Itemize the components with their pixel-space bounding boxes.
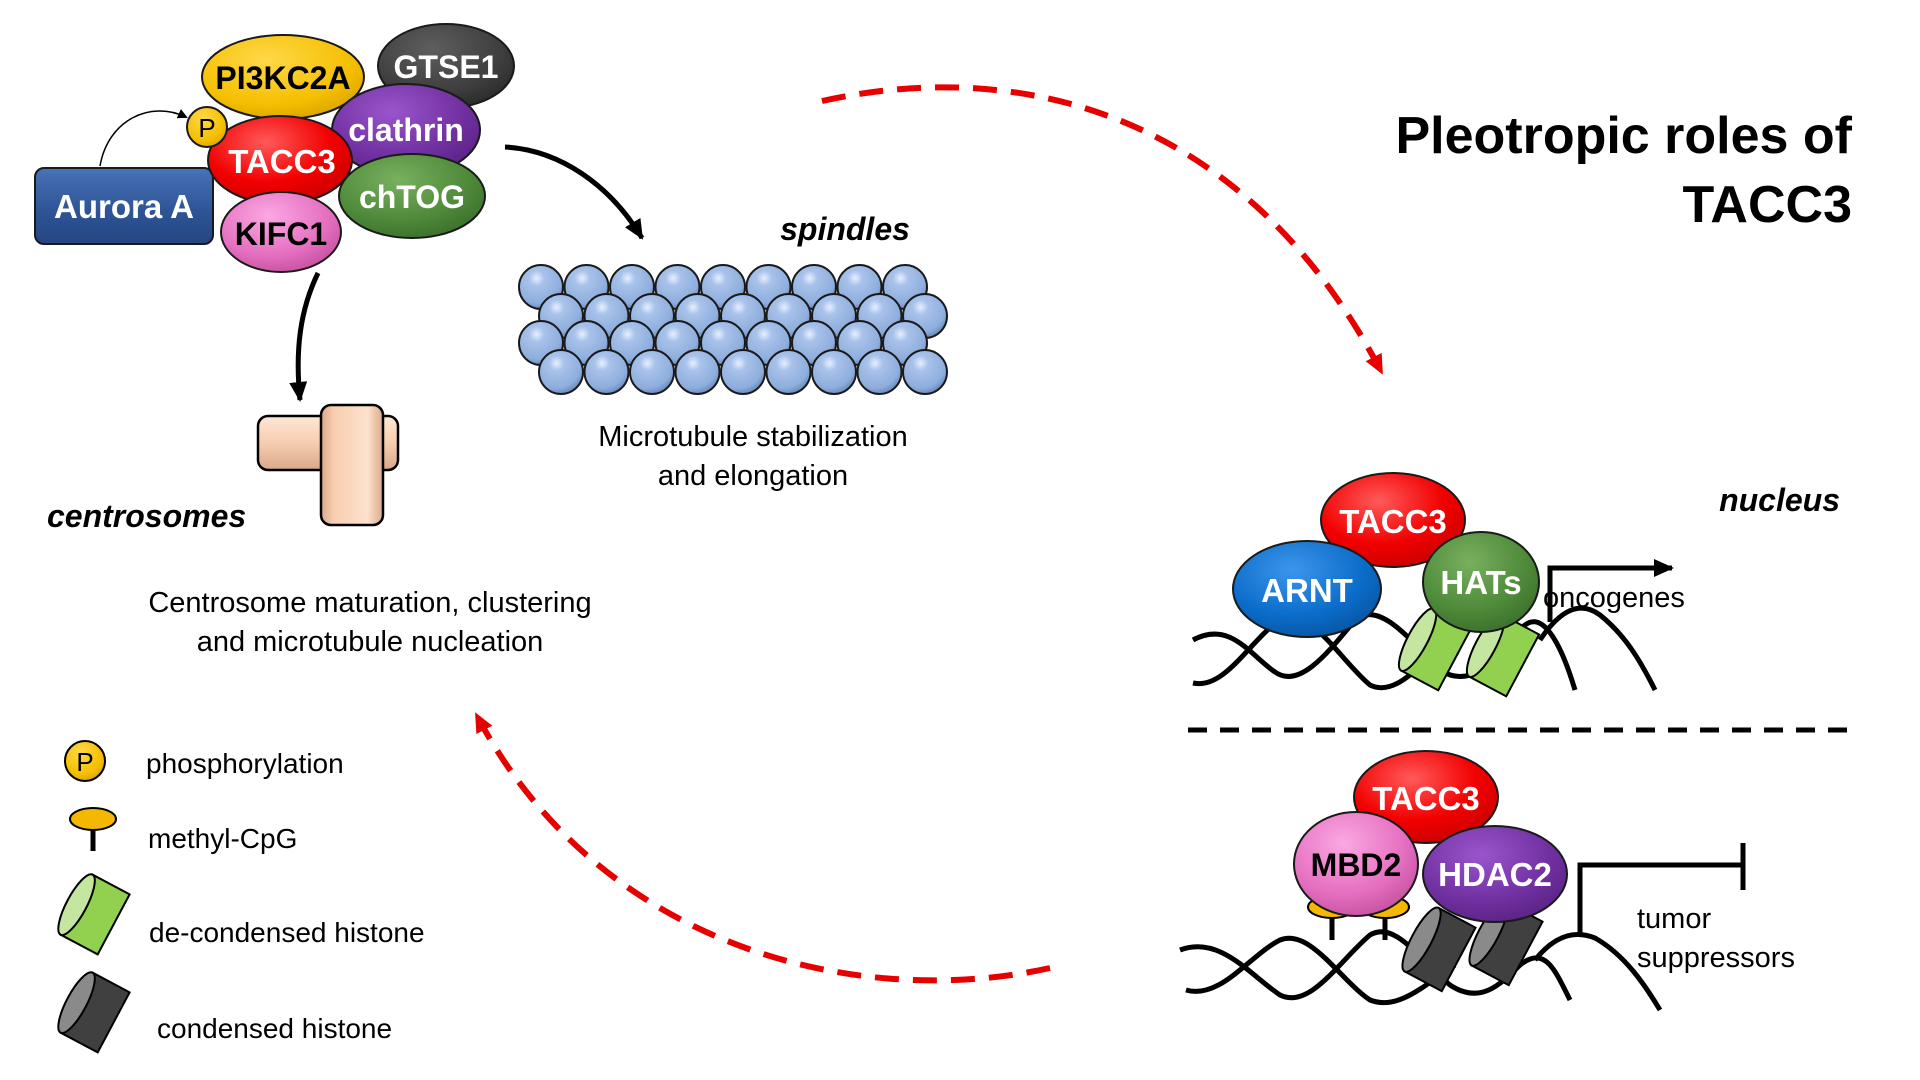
legend-item-phosphorylation: P phosphorylation <box>64 740 344 782</box>
protein-hdac2: HDAC2 <box>1422 825 1568 923</box>
phosphorylation-icon <box>64 740 106 782</box>
chtog-label: chTOG <box>359 179 465 215</box>
centrosome-icon <box>256 403 400 527</box>
tubulin-subunit <box>720 349 766 395</box>
protein-pi3kc2a: PI3KC2A <box>201 34 365 120</box>
protein-hats: HATs <box>1422 531 1540 633</box>
legend-item-decondensed-histone: de-condensed histone <box>57 873 425 956</box>
hdac2-label: HDAC2 <box>1438 856 1552 893</box>
centrosomes-caption-line-2: and microtubule nucleation <box>197 626 544 658</box>
phospho-circle-icon <box>186 106 228 148</box>
tubulin-subunit <box>583 349 630 395</box>
arrow-to-spindles <box>504 144 645 240</box>
tubulin-subunit <box>765 349 812 395</box>
tacc3-repression-label: TACC3 <box>1372 780 1480 817</box>
decondensed-histone-icon <box>57 873 131 956</box>
pi3kc2a-label: PI3KC2A <box>215 60 350 96</box>
hats-label: HATs <box>1440 564 1521 601</box>
spindles-caption-line-1: Microtubule stabilization <box>598 421 907 453</box>
phosphorylation-arrow <box>99 109 188 167</box>
spindles-caption-line-2: and elongation <box>658 460 848 492</box>
protein-tacc3-activation: TACC3 <box>1320 472 1466 568</box>
aurora-a-box: Aurora A <box>34 167 214 245</box>
arrow-to-centrosomes <box>289 271 321 402</box>
methyl-cpg-icon <box>69 807 117 851</box>
protein-chtog: chTOG <box>338 153 486 239</box>
protein-tacc3-complex: TACC3 <box>207 115 353 205</box>
tacc3-activation-label: TACC3 <box>1339 503 1447 540</box>
protein-mbd2: MBD2 <box>1293 811 1419 917</box>
tubulin-subunit <box>674 349 721 395</box>
legend-item-methyl-cpg: methyl-CpG <box>69 807 297 854</box>
protein-kifc1: KIFC1 <box>220 191 342 273</box>
legend-label-phosphorylation: phosphorylation <box>146 748 344 779</box>
legend-item-condensed-histone: condensed histone <box>57 971 392 1054</box>
condensed-histone-1 <box>1401 906 1477 993</box>
legend-label-condensed-histone: condensed histone <box>157 1013 392 1044</box>
legend-label-decondensed-histone: de-condensed histone <box>149 917 425 948</box>
tubulin-subunit <box>629 349 675 395</box>
aurora-a-label: Aurora A <box>54 188 194 225</box>
spindles-label: spindles <box>780 211 910 247</box>
mbd2-label: MBD2 <box>1311 847 1402 883</box>
phospho-site: P <box>186 106 228 148</box>
tumor-suppressors-label-line-1: tumor <box>1637 903 1711 935</box>
tubulin-subunit <box>811 349 857 395</box>
centrosomes-label: centrosomes <box>47 498 246 534</box>
feedback-arrow-bottom <box>473 712 1051 984</box>
phospho-label: P <box>198 113 215 143</box>
title-line-2: TACC3 <box>1683 176 1852 234</box>
arnt-label: ARNT <box>1261 572 1353 609</box>
nucleus-label: nucleus <box>1719 482 1840 518</box>
legend: P phosphorylation methyl-CpG de-condense… <box>57 740 425 1054</box>
feedback-arrow-top <box>821 84 1385 375</box>
microtubule <box>518 264 948 395</box>
tubulin-subunit <box>856 349 903 395</box>
dna-repression <box>1179 929 1663 1012</box>
kifc1-label: KIFC1 <box>235 216 327 252</box>
legend-phospho-symbol: P <box>76 747 93 777</box>
legend-label-methyl-cpg: methyl-CpG <box>148 823 297 854</box>
tubulin-subunit <box>902 349 948 395</box>
tumor-suppressor-repression-bar <box>1577 843 1746 934</box>
protein-arnt: ARNT <box>1232 540 1382 638</box>
title-line-1: Pleotropic roles of <box>1395 107 1852 165</box>
centrosomes-caption-line-1: Centrosome maturation, clustering <box>148 587 591 619</box>
oncogenes-label: oncogenes <box>1543 582 1685 614</box>
oncogene-activation-arrow <box>1547 559 1674 622</box>
tacc3-complex-label: TACC3 <box>228 143 336 180</box>
gtse1-label: GTSE1 <box>394 49 499 85</box>
tumor-suppressors-label-line-2: suppressors <box>1637 942 1795 974</box>
condensed-histone-icon <box>57 971 131 1054</box>
protein-clathrin: clathrin <box>331 83 481 177</box>
clathrin-label: clathrin <box>348 112 464 148</box>
tubulin-subunit <box>538 349 584 395</box>
